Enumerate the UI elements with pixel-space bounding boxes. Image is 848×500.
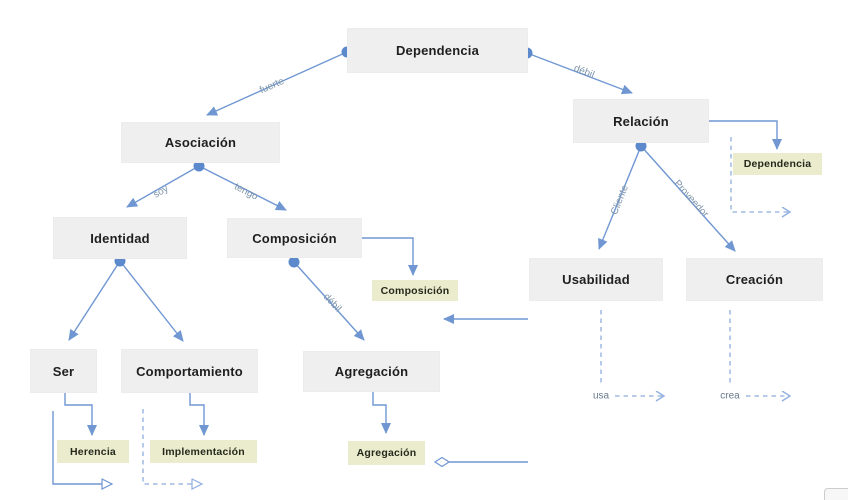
tag-herencia: Herencia [57,440,129,463]
node-comportamiento: Comportamiento [121,349,258,393]
realization-arrow-implementacion [142,409,202,484]
edge-relacion-usabilidad [598,145,642,250]
node-ser: Ser [30,349,97,393]
edge-composicion-agregacion [293,261,365,341]
generalization-arrow-ser [52,411,112,484]
edge-relacion-tag [709,120,782,150]
dashed-arrow-relacion [730,137,790,212]
edge-asociacion-identidad [126,165,200,208]
edge-agregacion-tag [372,392,391,434]
tag-implementacion: Implementación [150,440,257,463]
edge-label-crea: crea [720,390,740,402]
edge-dependencia-relacion [526,52,633,95]
edge-label-usa: usa [592,390,610,402]
aggregation-diamond-icon [433,456,451,468]
tag-dependencia: Dependencia [733,153,822,175]
edge-composicion-tag [362,237,418,276]
edge-relacion-creacion [640,145,736,252]
node-dependencia: Dependencia [347,28,528,73]
node-relacion: Relación [573,99,709,143]
corner-widget-button[interactable] [824,488,848,500]
edge-asociacion-composicion [198,165,287,211]
edge-identidad-comportamiento [119,260,184,342]
node-creacion: Creación [686,258,823,301]
node-agregacion: Agregación [303,351,440,392]
node-usabilidad: Usabilidad [529,258,663,301]
edge-ser-herencia [64,393,97,436]
edge-comportamiento-implementacion [189,393,209,436]
edge-identidad-ser [68,260,121,341]
node-composicion: Composición [227,218,362,258]
tag-agregacion: Agregación [348,441,425,465]
edge-dependencia-asociacion [206,51,348,116]
tag-composicion: Composición [372,280,458,301]
node-asociacion: Asociación [121,122,280,163]
node-identidad: Identidad [53,217,187,259]
